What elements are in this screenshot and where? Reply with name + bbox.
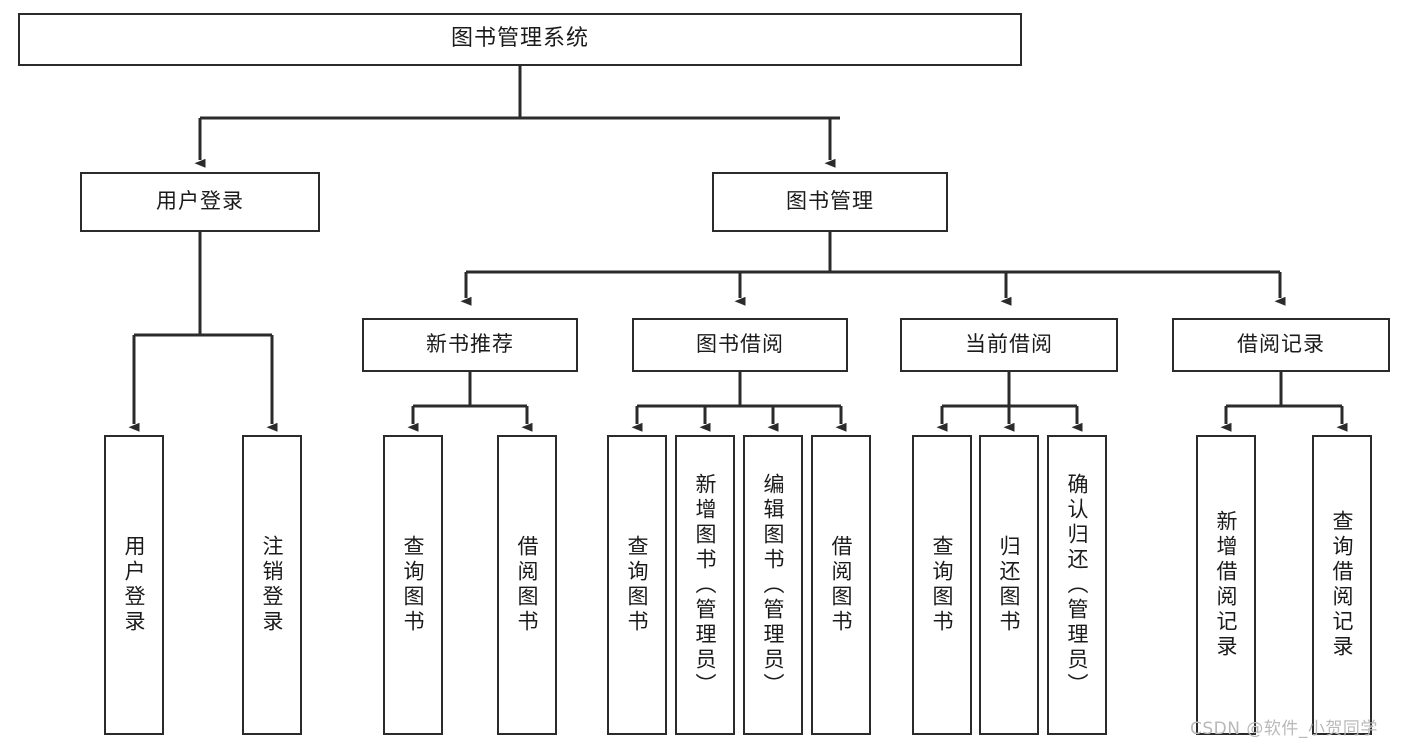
node-leaf-book-borrow-lend-label: 借阅图书 <box>829 535 854 635</box>
node-borrow-record-label: 借阅记录 <box>1237 332 1325 357</box>
node-root-system[interactable]: 图书管理系统 <box>18 13 1022 66</box>
node-leaf-current-borrow-confirm-label: 确认归还（管理员） <box>1065 472 1090 698</box>
node-leaf-current-borrow-query[interactable]: 查询图书 <box>912 435 972 735</box>
node-leaf-new-book-query-label: 查询图书 <box>401 535 426 635</box>
node-root-system-label: 图书管理系统 <box>450 26 589 52</box>
node-leaf-current-borrow-return[interactable]: 归还图书 <box>979 435 1039 735</box>
node-borrow-record[interactable]: 借阅记录 <box>1172 318 1390 372</box>
node-leaf-current-borrow-query-label: 查询图书 <box>930 535 955 635</box>
node-leaf-book-borrow-query[interactable]: 查询图书 <box>607 435 667 735</box>
node-leaf-book-borrow-edit-label: 编辑图书（管理员） <box>761 472 786 698</box>
csdn-watermark: CSDN @软件_小贺同学 <box>1190 719 1378 739</box>
node-leaf-book-borrow-lend[interactable]: 借阅图书 <box>811 435 871 735</box>
node-current-borrow-label: 当前借阅 <box>965 332 1053 357</box>
node-current-borrow[interactable]: 当前借阅 <box>900 318 1118 372</box>
node-leaf-borrow-record-add-label: 新增借阅记录 <box>1214 510 1239 660</box>
node-new-book-recommend[interactable]: 新书推荐 <box>362 318 578 372</box>
node-leaf-book-borrow-edit[interactable]: 编辑图书（管理员） <box>743 435 803 735</box>
node-leaf-current-borrow-confirm[interactable]: 确认归还（管理员） <box>1047 435 1107 735</box>
node-user-login-label: 用户登录 <box>156 189 244 214</box>
node-book-manage-label: 图书管理 <box>786 189 874 214</box>
node-user-login[interactable]: 用户登录 <box>80 172 320 232</box>
node-leaf-new-book-borrow-label: 借阅图书 <box>515 535 540 635</box>
node-leaf-book-borrow-add-label: 新增图书（管理员） <box>693 472 718 698</box>
node-leaf-book-borrow-query-label: 查询图书 <box>625 535 650 635</box>
node-leaf-user-login-signout-label: 注销登录 <box>260 535 285 635</box>
node-book-borrow-label: 图书借阅 <box>696 332 784 357</box>
node-leaf-new-book-borrow[interactable]: 借阅图书 <box>497 435 557 735</box>
node-leaf-borrow-record-query-label: 查询借阅记录 <box>1330 510 1355 660</box>
node-leaf-user-login-signin[interactable]: 用户登录 <box>104 435 164 735</box>
node-book-borrow[interactable]: 图书借阅 <box>632 318 848 372</box>
node-leaf-book-borrow-add[interactable]: 新增图书（管理员） <box>675 435 735 735</box>
node-leaf-borrow-record-query[interactable]: 查询借阅记录 <box>1312 435 1372 735</box>
node-leaf-new-book-query[interactable]: 查询图书 <box>383 435 443 735</box>
node-leaf-borrow-record-add[interactable]: 新增借阅记录 <box>1196 435 1256 735</box>
node-leaf-user-login-signout[interactable]: 注销登录 <box>242 435 302 735</box>
node-new-book-recommend-label: 新书推荐 <box>426 332 514 357</box>
node-leaf-current-borrow-return-label: 归还图书 <box>997 535 1022 635</box>
node-leaf-user-login-signin-label: 用户登录 <box>122 535 147 635</box>
node-book-manage[interactable]: 图书管理 <box>712 172 948 232</box>
